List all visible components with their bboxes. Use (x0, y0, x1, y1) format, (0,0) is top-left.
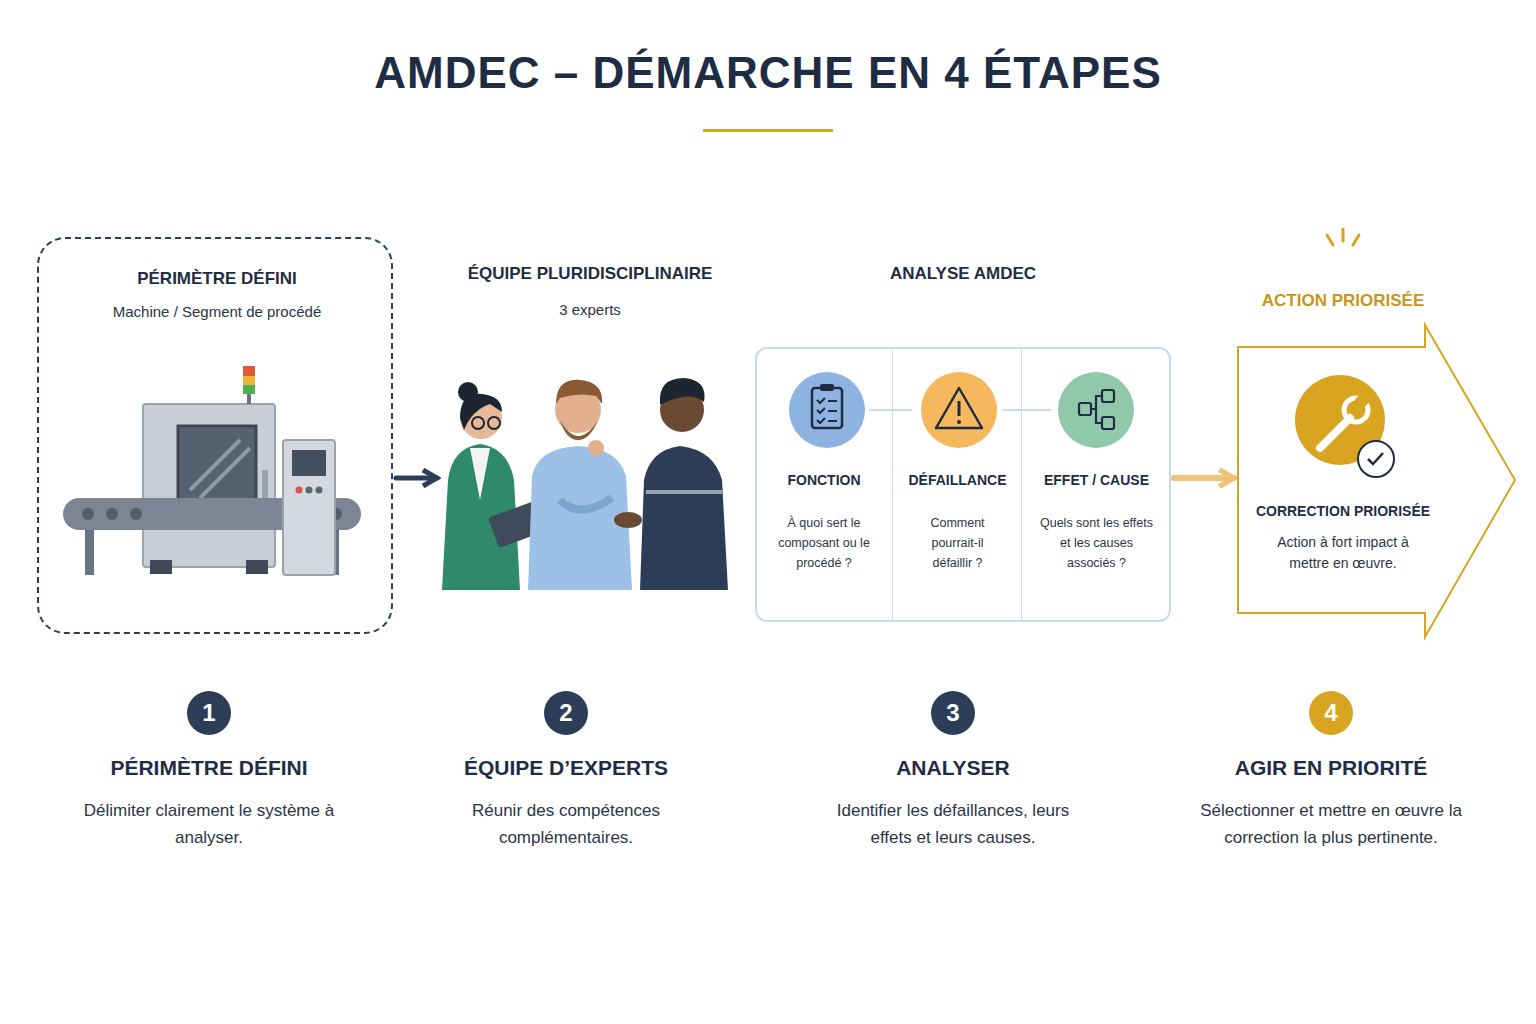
step-label: ANALYSER (803, 756, 1103, 780)
node-text: CORRECTION PRIORISÉE (1237, 503, 1449, 519)
node-text: 2 (544, 691, 588, 735)
flow-arrow (396, 476, 437, 481)
node-text: Machine / Segment de procédé (49, 303, 385, 320)
effect-cause-box: EFFET / CAUSE Quels sont les effets et le… (1022, 347, 1171, 622)
node-text: PÉRIMÈTRE DÉFINI (49, 269, 385, 289)
node-text: Comment pourrait-il défaillir ? (915, 513, 1000, 573)
machine-illustration (63, 366, 361, 575)
flow-arrow (1174, 475, 1234, 481)
step-circle: 4 (1309, 691, 1353, 735)
title-underline (703, 129, 833, 132)
analysis-icons (789, 372, 1134, 448)
step-circle: 2 (544, 691, 588, 735)
node-text: 4 (1309, 691, 1353, 735)
action-arrow: ACTION PRIORISÉE CORRECTION PRIORISÉE Acti… (1237, 285, 1517, 637)
step-label: Identifier les défaillances, leurs effet… (818, 797, 1088, 851)
diagram-title: AMDEC – DÉMARCHE EN 4 ÉTAPES (268, 48, 1268, 98)
node-text: Quels sont les effets et les causes asso… (1036, 513, 1157, 573)
analysis-panel: ANALYSE AMDEC FONCTION À quoi sert le comp… (755, 255, 1171, 622)
team-group: ÉQUIPE PLURIDISCIPLINAIRE 3 experts (440, 255, 740, 595)
step-label: PÉRIMÈTRE DÉFINI (59, 756, 359, 780)
node-text: 1 (187, 691, 231, 735)
action-icon (1295, 229, 1394, 477)
team-illustration (442, 378, 728, 590)
node-text: ACTION PRIORISÉE (1237, 291, 1449, 311)
step-circle: 1 (187, 691, 231, 735)
step-circle: 3 (931, 691, 975, 735)
flow-arrow (870, 409, 912, 411)
node-text: ÉQUIPE PLURIDISCIPLINAIRE (440, 264, 740, 284)
arrow-outline (1237, 285, 1517, 637)
node-text: EFFET / CAUSE (1026, 472, 1167, 488)
scope-box: PÉRIMÈTRE DÉFINI Machine / Segment de pro… (37, 237, 393, 634)
flow-arrow (1004, 409, 1051, 411)
node-text: ANALYSE AMDEC (755, 264, 1171, 284)
arrow-outline-path (1238, 325, 1515, 637)
step-label: Sélectionner et mettre en œuvre la corre… (1181, 797, 1481, 851)
node-text: À quoi sert le composant ou le procédé ? (769, 513, 879, 573)
step-label: Réunir des compétences complémentaires. (416, 797, 716, 851)
node-text: 3 (931, 691, 975, 735)
function-box: FONCTION À quoi sert le composant ou le p… (755, 347, 893, 622)
node-text: 3 experts (440, 301, 740, 318)
node-text: FONCTION (759, 472, 889, 488)
step-label: ÉQUIPE D’EXPERTS (416, 756, 716, 780)
failure-box: DÉFAILLANCE Comment pourrait-il défaillir… (893, 347, 1022, 622)
node-text: DÉFAILLANCE (895, 472, 1020, 488)
step-label: AGIR EN PRIORITÉ (1171, 756, 1491, 780)
node-text: Action à fort impact à mettre en œuvre. (1263, 532, 1423, 574)
step-label: Délimiter clairement le système à analys… (59, 797, 359, 851)
